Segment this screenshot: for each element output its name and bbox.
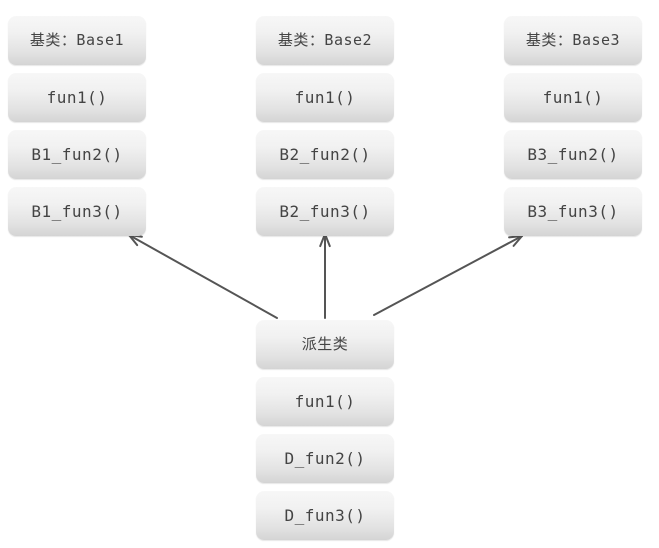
class-box-title-derived: 派生类	[256, 320, 394, 369]
class-box-member-base2-3: B2_fun3()	[256, 187, 394, 236]
class-box-member-base1-3: B1_fun3()	[8, 187, 146, 236]
class-box-label: B2_fun2()	[279, 144, 371, 164]
class-box-member-base2-2: B2_fun2()	[256, 130, 394, 179]
class-box-label: fun1()	[46, 87, 108, 107]
class-box-label: 基类：Base1	[29, 31, 125, 49]
class-box-member-derived-3: D_fun3()	[256, 491, 394, 540]
class-box-member-base1-1: fun1()	[8, 73, 146, 122]
class-box-label: 基类：Base3	[525, 31, 621, 49]
class-box-label: B1_fun2()	[31, 144, 123, 164]
class-box-member-base3-3: B3_fun3()	[504, 187, 642, 236]
class-box-label: 派生类	[301, 335, 349, 353]
class-box-member-base2-1: fun1()	[256, 73, 394, 122]
class-box-title-base2: 基类：Base2	[256, 16, 394, 65]
class-box-member-derived-2: D_fun2()	[256, 434, 394, 483]
inheritance-arrow-line-derived-to-base3	[373, 235, 523, 316]
class-box-member-base3-1: fun1()	[504, 73, 642, 122]
class-box-label: fun1()	[542, 87, 604, 107]
class-box-label: fun1()	[294, 87, 356, 107]
class-column-base1: 基类：Base1 fun1() B1_fun2() B1_fun3()	[8, 16, 146, 244]
inheritance-arrow-line-derived-to-base1	[128, 234, 278, 319]
class-box-member-base3-2: B3_fun2()	[504, 130, 642, 179]
class-column-base2: 基类：Base2 fun1() B2_fun2() B2_fun3()	[256, 16, 394, 244]
class-box-label: 基类：Base2	[277, 31, 373, 49]
class-box-label: fun1()	[294, 391, 356, 411]
class-box-label: D_fun2()	[284, 448, 366, 468]
class-box-label: B2_fun3()	[279, 201, 371, 221]
class-box-member-derived-1: fun1()	[256, 377, 394, 426]
class-box-title-base1: 基类：Base1	[8, 16, 146, 65]
class-column-base3: 基类：Base3 fun1() B3_fun2() B3_fun3()	[504, 16, 642, 244]
class-box-label: B3_fun3()	[527, 201, 619, 221]
class-box-member-base1-2: B1_fun2()	[8, 130, 146, 179]
class-box-label: B3_fun2()	[527, 144, 619, 164]
class-box-label: D_fun3()	[284, 505, 366, 525]
class-box-label: B1_fun3()	[31, 201, 123, 221]
class-box-title-base3: 基类：Base3	[504, 16, 642, 65]
class-column-derived: 派生类 fun1() D_fun2() D_fun3()	[256, 320, 394, 548]
